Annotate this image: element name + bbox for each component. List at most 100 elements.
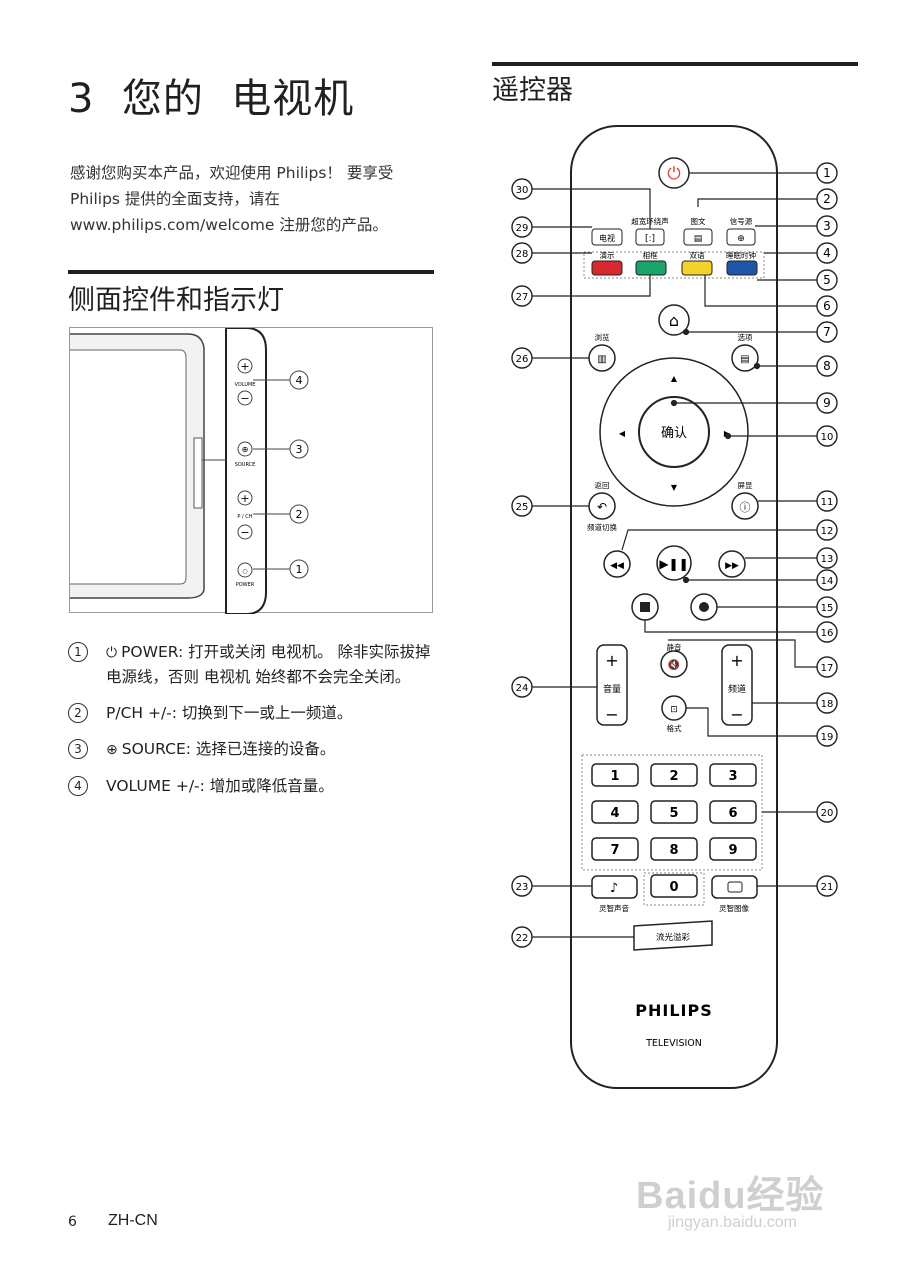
tv-label-pch: P / CH bbox=[237, 514, 252, 520]
label-info: 屏显 bbox=[738, 481, 753, 490]
svg-text:○: ○ bbox=[242, 568, 247, 575]
callout-17 bbox=[816, 656, 838, 678]
item-number: 3 bbox=[68, 739, 88, 759]
stop-icon bbox=[640, 602, 650, 612]
fast-forward-icon: ▶▶ bbox=[725, 561, 739, 571]
callout-26 bbox=[511, 347, 533, 369]
label-mute: 静音 bbox=[667, 642, 682, 652]
label-back: 返回 bbox=[595, 481, 610, 490]
callout-7 bbox=[816, 321, 838, 343]
chapter-title: 3 您的 电视机 bbox=[68, 76, 355, 122]
ambilight-button bbox=[633, 920, 713, 951]
callout-number: 5 bbox=[823, 273, 831, 287]
arrow-left-icon: ◀ bbox=[619, 429, 626, 438]
callout-11 bbox=[816, 490, 838, 512]
surround-icon: [:] bbox=[645, 234, 655, 244]
callout-number: 17 bbox=[821, 663, 834, 674]
digit-key-0 bbox=[650, 874, 698, 898]
callout-10 bbox=[816, 425, 838, 447]
callout-20 bbox=[816, 801, 838, 823]
callout-29 bbox=[511, 216, 533, 238]
side-controls-list: 1 ⏻POWER: 打开或关闭 电视机。 除非实际拔掉电源线，否则 电视机 始终… bbox=[66, 640, 441, 810]
callout-number: 27 bbox=[516, 292, 529, 303]
ok-button bbox=[638, 396, 710, 468]
svg-text:+: + bbox=[605, 651, 618, 670]
callout-25 bbox=[511, 495, 533, 517]
callout-number: 12 bbox=[821, 526, 834, 537]
label-channel: 频道 bbox=[728, 683, 746, 695]
tv-label-source: SOURCE bbox=[235, 462, 256, 468]
callout-28 bbox=[511, 242, 533, 264]
callout-8 bbox=[816, 355, 838, 377]
callout-number: 26 bbox=[516, 354, 529, 365]
rewind-icon: ◀◀ bbox=[610, 561, 624, 571]
digit-label: 8 bbox=[669, 843, 678, 858]
callout-2 bbox=[816, 188, 838, 210]
callout-22 bbox=[511, 926, 533, 948]
tv-label-volume: VOLUME bbox=[235, 382, 256, 388]
page-language: ZH-CN bbox=[108, 1212, 158, 1229]
format-icon: ⊡ bbox=[670, 705, 678, 715]
watermark-url: jingyan.baidu.com bbox=[668, 1214, 797, 1231]
callout-number: 4 bbox=[823, 246, 831, 260]
teletext-icon: ▤ bbox=[694, 234, 703, 244]
label-volume: 音量 bbox=[603, 683, 621, 695]
options-button bbox=[731, 344, 759, 372]
brand-subtitle: TELEVISION bbox=[645, 1038, 702, 1049]
zero-key-frame bbox=[643, 872, 705, 906]
intro-paragraph: 感谢您购买本产品，欢迎使用 Philips！ 要享受 Philips 提供的全面… bbox=[70, 164, 394, 234]
callout-number: 15 bbox=[821, 603, 834, 614]
arrow-down-icon: ▼ bbox=[671, 483, 678, 492]
callout-12 bbox=[816, 519, 838, 541]
play-pause-button bbox=[656, 545, 692, 581]
svg-text:4: 4 bbox=[296, 374, 303, 387]
options-icon: ▤ bbox=[740, 354, 749, 365]
digit-label: 5 bbox=[669, 806, 678, 821]
callout-number: 8 bbox=[823, 359, 831, 373]
section-rule bbox=[68, 270, 434, 274]
callout-lines bbox=[532, 172, 818, 938]
callout-number: 25 bbox=[516, 502, 529, 513]
yellow-button bbox=[681, 260, 713, 276]
callout-number: 14 bbox=[821, 576, 834, 587]
callout-number: 21 bbox=[821, 882, 834, 893]
callout-14 bbox=[816, 569, 838, 591]
callout-number: 20 bbox=[821, 808, 834, 819]
channel-rocker bbox=[721, 644, 753, 726]
tv-side-illustration: + VOLUME − ⊕ SOURCE + P / CH − ○ POWER 4… bbox=[69, 327, 433, 615]
watermark-logo: Baidu经验 bbox=[636, 1175, 825, 1217]
color-keys-frame bbox=[583, 251, 765, 279]
callout-30 bbox=[511, 178, 533, 200]
home-icon: ⌂ bbox=[669, 311, 679, 330]
tv-side-drawing: + VOLUME − ⊕ SOURCE + P / CH − ○ POWER 4… bbox=[70, 327, 309, 615]
callout-number: 22 bbox=[516, 933, 529, 944]
digit-label: 1 bbox=[610, 769, 619, 784]
digit-label: 2 bbox=[669, 769, 678, 784]
label-ambilight: 流光溢彩 bbox=[656, 932, 691, 943]
label-options: 选项 bbox=[738, 332, 753, 342]
callout-5 bbox=[816, 269, 838, 291]
digit-key-8 bbox=[650, 837, 698, 861]
svg-text:+: + bbox=[730, 651, 743, 670]
label-channel-swap: 频道切换 bbox=[587, 522, 617, 532]
label-album: 相框 bbox=[643, 250, 658, 260]
label-teletext: 图文 bbox=[691, 216, 706, 226]
page-number: 6 bbox=[68, 1214, 77, 1230]
arrow-up-icon: ▲ bbox=[671, 374, 678, 383]
mute-icon: 🔇 bbox=[668, 658, 680, 671]
svg-text:−: − bbox=[240, 526, 249, 539]
callout-9 bbox=[816, 392, 838, 414]
callout-number: 18 bbox=[821, 699, 834, 710]
source-button bbox=[726, 228, 756, 246]
picture-icon bbox=[727, 881, 743, 893]
callout-1 bbox=[816, 162, 838, 184]
item-number: 2 bbox=[68, 703, 88, 723]
teletext-button bbox=[683, 228, 713, 246]
digit-key-9 bbox=[709, 837, 757, 861]
callout-number: 13 bbox=[821, 554, 834, 565]
callout-number: 6 bbox=[823, 299, 831, 313]
power-icon: ⏻ bbox=[106, 645, 118, 661]
